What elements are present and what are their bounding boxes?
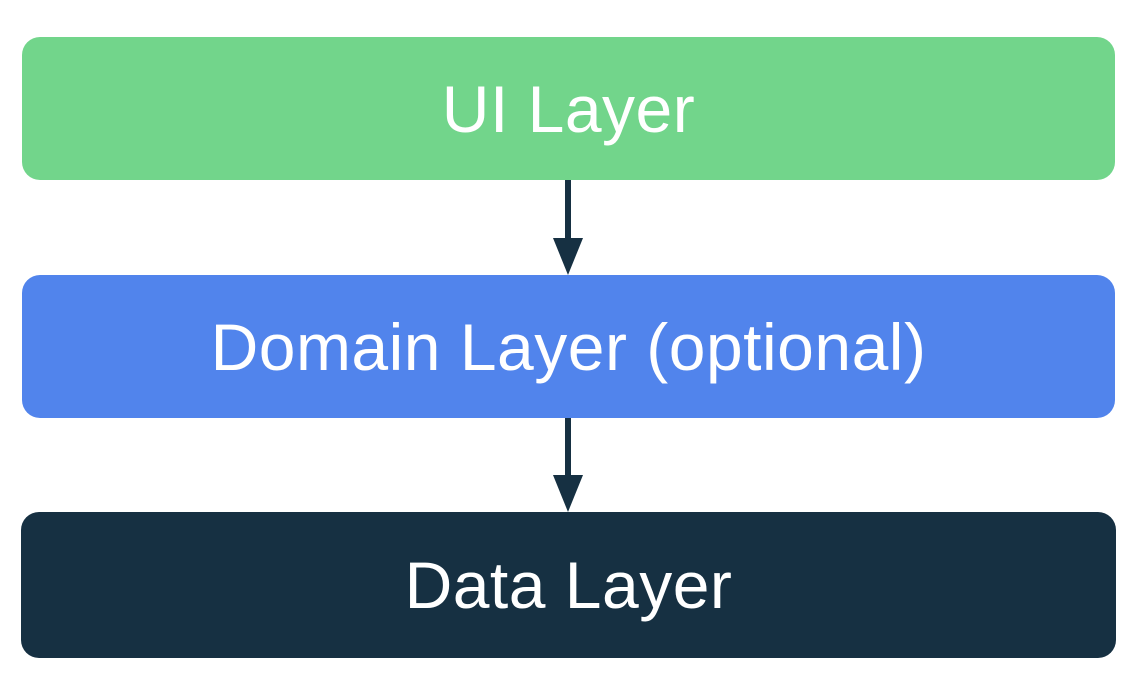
arrow-head: [553, 238, 583, 275]
data-layer-label: Data Layer: [404, 548, 733, 622]
ui-layer-label: UI Layer: [441, 71, 696, 146]
arrow-head: [553, 475, 583, 512]
ui-layer-box: UI Layer: [22, 37, 1115, 180]
domain-layer-label: Domain Layer (optional): [210, 309, 927, 384]
domain-layer-box: Domain Layer (optional): [22, 275, 1115, 418]
arrow-domain-to-data: [553, 418, 583, 512]
data-layer-box: Data Layer: [21, 512, 1116, 658]
arrow-ui-to-domain: [553, 180, 583, 275]
